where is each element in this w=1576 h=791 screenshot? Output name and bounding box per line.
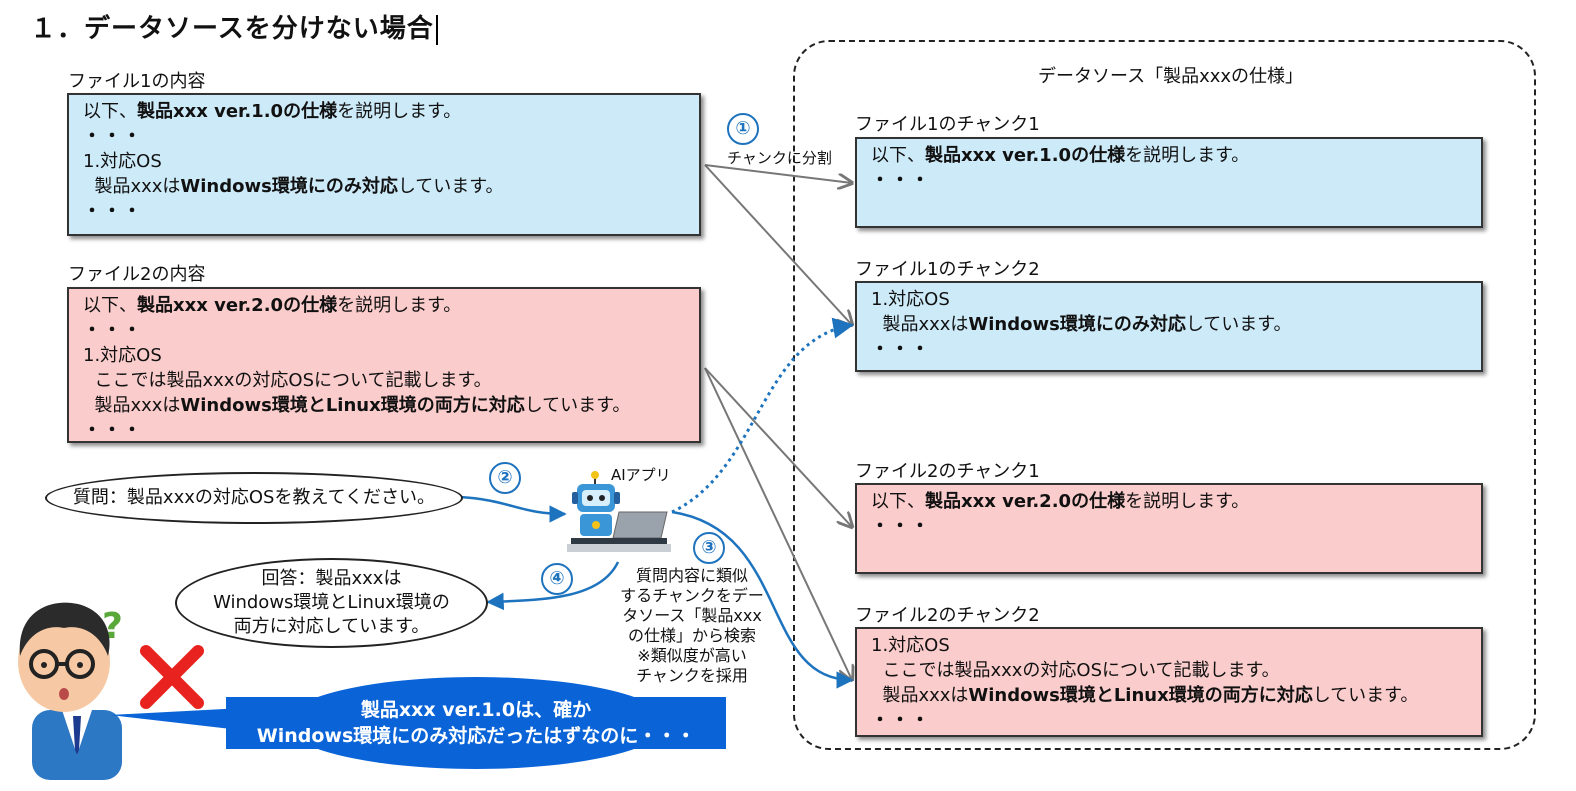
datasource-label: データソース「製品xxxの仕様」 — [1038, 66, 1304, 87]
arrow-file1-chunk1 — [704, 164, 852, 183]
question-bubble: 質問：製品xxxの対応OSを教えてください。 — [45, 472, 463, 524]
file1-label: ファイル1の内容 — [68, 71, 206, 92]
step1-number: ① — [727, 113, 759, 145]
chunk4-label: ファイル2のチャンク2 — [855, 605, 1040, 626]
chunk1-box: 以下、製品xxx ver.1.0の仕様を説明します。 ・・・ — [855, 137, 1483, 228]
ai-app-label: AIアプリ — [611, 466, 671, 484]
file2-label: ファイル2の内容 — [68, 264, 206, 285]
step4-number: ④ — [541, 563, 573, 595]
chunk1-label: ファイル1のチャンク1 — [855, 114, 1040, 135]
arrow-file1-chunk2 — [704, 164, 852, 325]
ai-robot-icon — [567, 471, 671, 552]
arrow-file2-chunk2 — [704, 367, 852, 680]
chunk3-box: 以下、製品xxx ver.2.0の仕様を説明します。 ・・・ — [855, 483, 1483, 574]
datasource-container — [793, 40, 1536, 750]
step2-number: ② — [489, 462, 521, 494]
confused-user-icon: ? — [18, 602, 123, 780]
file1-box: 以下、製品xxx ver.1.0の仕様を説明します。 ・・・ 1.対応OS 製品… — [67, 93, 701, 236]
step1-text: チャンクに分割 — [727, 149, 832, 167]
chunk2-label: ファイル1のチャンク2 — [855, 259, 1040, 280]
answer-bubble: 回答：製品xxxは Windows環境とLinux環境の 両方に対応しています。 — [175, 558, 488, 648]
arrow-question-ai — [459, 495, 567, 523]
arrow-ai-search — [671, 510, 854, 689]
text-cursor — [435, 14, 438, 45]
arrow-ai-retrieve-dotted — [671, 317, 855, 514]
arrow-file2-chunk1 — [704, 367, 852, 527]
chunk4-box: 1.対応OS ここでは製品xxxの対応OSについて記載します。 製品xxxはWi… — [855, 627, 1483, 737]
file2-box: 以下、製品xxx ver.2.0の仕様を説明します。 ・・・ 1.対応OS ここ… — [67, 287, 701, 443]
user-speech-text: 製品xxx ver.1.0は、確か Windows環境にのみ対応だったはずなのに… — [226, 697, 726, 749]
page-title: １．データソースを分けない場合 — [30, 8, 438, 45]
step3-text: 質問内容に類似 するチャンクをデー タソース「製品xxx の仕様」から検索 ※類… — [620, 566, 764, 685]
step3-number: ③ — [693, 532, 725, 564]
chunk3-label: ファイル2のチャンク1 — [855, 461, 1040, 482]
cross-mark-icon — [140, 645, 204, 709]
chunk2-box: 1.対応OS 製品xxxはWindows環境にのみ対応しています。 ・・・ — [855, 281, 1483, 372]
arrow-ai-answer — [486, 561, 620, 611]
